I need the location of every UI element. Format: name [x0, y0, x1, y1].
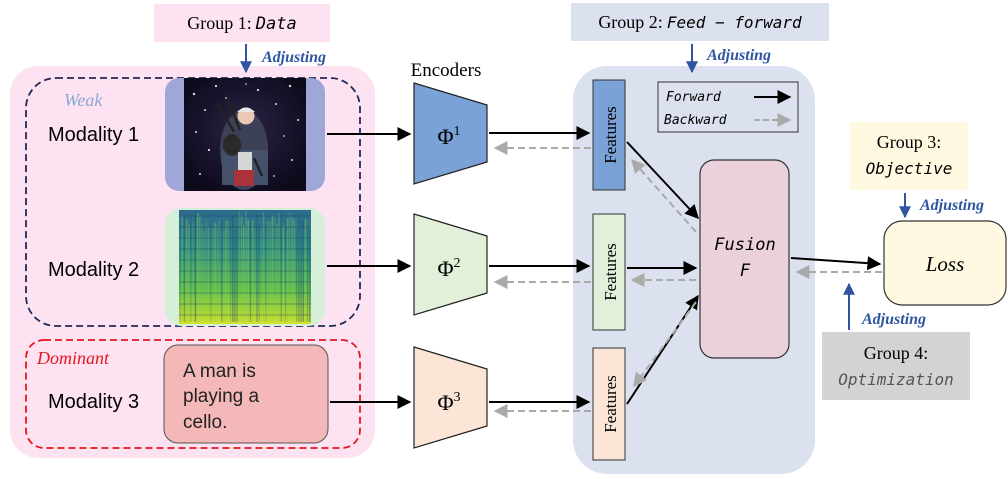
- group1-label: Group 1:Data: [187, 13, 296, 34]
- group3-value: Objective: [866, 159, 953, 178]
- modality-3-text-box: [163, 344, 329, 444]
- svg-text:Φ2: Φ2: [437, 256, 460, 281]
- arrow-fusion-loss: [790, 256, 882, 271]
- encoder-2: Φ2: [413, 213, 488, 316]
- dominant-label: Dominant: [36, 348, 110, 368]
- group4-value: Optimization: [838, 370, 954, 389]
- modality-2-image: [165, 208, 325, 326]
- loss-box: [883, 220, 1007, 306]
- fusion-box: [699, 159, 790, 359]
- svg-text:Features: Features: [601, 375, 620, 433]
- modality-3-text: A man is playing a cello.: [183, 361, 264, 433]
- modality-1-image: [165, 78, 325, 191]
- group3-label: Group 3:: [877, 132, 942, 152]
- arrow-feat1-fusion: [626, 141, 699, 220]
- group2-label: Group 2:Feed − forward: [598, 12, 802, 32]
- encoder-1: Φ1: [413, 82, 488, 185]
- group1-label-box: [154, 4, 330, 42]
- svg-text:Features: Features: [601, 243, 620, 301]
- backarrow-fusion-feat1: [631, 158, 697, 233]
- fusion-title: Fusion: [714, 235, 775, 255]
- group3-label-box: [850, 122, 968, 190]
- group3-adjusting: Adjusting: [919, 197, 984, 214]
- features-2: Features: [592, 213, 626, 331]
- modality-3-label: Modality 3: [48, 391, 139, 413]
- legend-backward: Backward: [664, 113, 727, 128]
- modality-2-label: Modality 2: [48, 259, 139, 281]
- loss-label: Loss: [925, 252, 965, 276]
- features-3: Features: [592, 347, 626, 461]
- backarrow-fusion-feat3: [633, 301, 697, 388]
- svg-text:Φ3: Φ3: [437, 390, 460, 415]
- group2-adjusting: Adjusting: [706, 47, 771, 64]
- weak-label: Weak: [64, 90, 103, 110]
- svg-text:Φ1: Φ1: [437, 124, 460, 149]
- modality-1-label: Modality 1: [48, 124, 139, 146]
- legend-forward: Forward: [666, 90, 721, 105]
- fusion-symbol: F: [740, 261, 751, 281]
- features-1: Features: [592, 79, 626, 191]
- group2-label-box: [571, 3, 829, 41]
- group1-adjusting: Adjusting: [261, 49, 326, 66]
- group4-adjusting: Adjusting: [861, 311, 926, 328]
- svg-text:Features: Features: [601, 106, 620, 164]
- encoder-3: Φ3: [413, 346, 488, 449]
- group4-label: Group 4:: [864, 343, 929, 363]
- group4-label-box: [822, 332, 970, 400]
- dominant-group-box: [25, 339, 361, 449]
- encoders-title: Encoders: [411, 60, 482, 81]
- legend: Forward Backward: [657, 81, 799, 133]
